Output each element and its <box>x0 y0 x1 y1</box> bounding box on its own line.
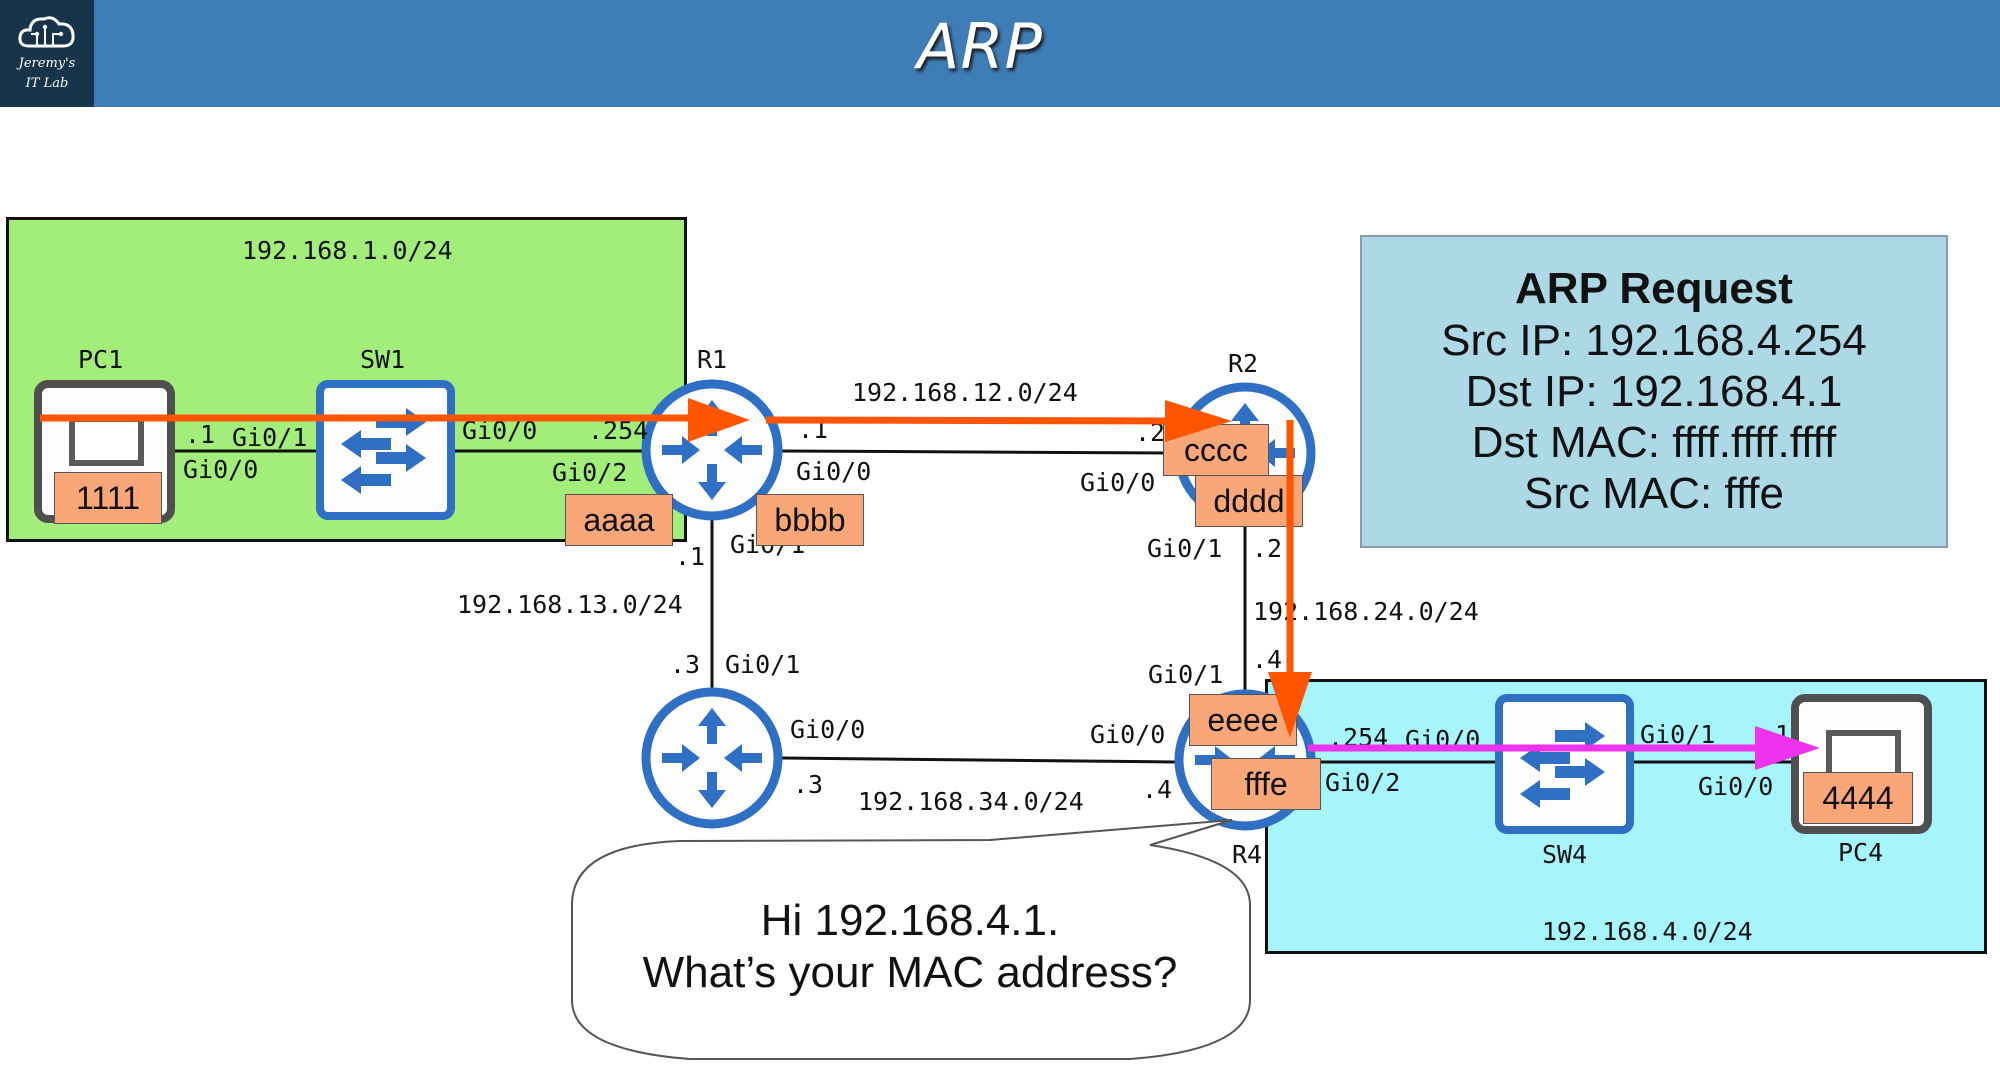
header-bar: Jeremy's IT Lab ARP <box>0 0 2000 107</box>
speech-line1: Hi 192.168.4.1. <box>760 896 1060 945</box>
iface-pc1-g00: Gi0/0 <box>183 455 259 484</box>
arp-request-title: ARP Request <box>1515 264 1793 313</box>
speech-bubble <box>571 819 1251 1060</box>
ip-pc1: .1 <box>185 420 216 449</box>
iface-r1-g00: Gi0/0 <box>796 457 872 486</box>
iface-r1-g02: Gi0/2 <box>552 458 628 487</box>
mac-badge-r2-g00: cccc <box>1163 424 1269 476</box>
device-name-r2: R2 <box>1228 349 1259 378</box>
iface-sw4-g01: Gi0/1 <box>1640 720 1716 749</box>
mac-badge-r2-g01: dddd <box>1195 475 1303 527</box>
ip-r2-24: .2 <box>1252 534 1283 563</box>
iface-r4-g02: Gi0/2 <box>1325 768 1401 797</box>
iface-r2-g00: Gi0/0 <box>1080 468 1156 497</box>
iface-sw1-g01: Gi0/1 <box>232 423 308 452</box>
switch-arrows-icon <box>341 408 426 494</box>
cloud-circuit-icon <box>18 16 75 48</box>
mac-badge-pc4: 4444 <box>1803 772 1913 824</box>
mac-badge-r1-g02: aaaa <box>565 494 673 546</box>
arp-dst-mac: Dst MAC: ffff.ffff.ffff <box>1471 418 1837 467</box>
iface-r4-g01: Gi0/1 <box>1148 660 1224 689</box>
router-r3[interactable] <box>641 687 783 829</box>
switch-sw1[interactable] <box>316 380 455 520</box>
iface-r3-g00: Gi0/0 <box>790 715 866 744</box>
network-label-lan1: 192.168.1.0/24 <box>242 236 453 265</box>
logo-line1: Jeremy's <box>18 56 76 71</box>
logo-line2: IT Lab <box>25 76 69 91</box>
ip-r3-34: .3 <box>793 770 824 799</box>
iface-pc4-g00: Gi0/0 <box>1698 772 1774 801</box>
ip-r3-13: .3 <box>670 650 701 679</box>
unicast-path-arrow <box>40 398 1312 738</box>
device-name-r1: R1 <box>697 345 728 374</box>
network-label-lan4: 192.168.4.0/24 <box>1542 917 1753 946</box>
device-name-pc4: PC4 <box>1838 838 1884 867</box>
iface-r3-g01: Gi0/1 <box>725 650 801 679</box>
arp-request-box: ARP Request Src IP: 192.168.4.254 Dst IP… <box>1360 235 1948 548</box>
mac-badge-r1-g00: bbbb <box>756 494 864 546</box>
broadcast-arrow <box>1308 726 1820 770</box>
iface-r4-g00: Gi0/0 <box>1090 720 1166 749</box>
ip-r1-13: .1 <box>675 542 706 571</box>
ip-r4-34: .4 <box>1142 775 1173 804</box>
speech-bubble-text: Hi 192.168.4.1. What’s your MAC address? <box>590 895 1230 999</box>
link-r1-r2 <box>781 449 1176 455</box>
ip-r4-24: .4 <box>1252 645 1283 674</box>
iface-r2-g01: Gi0/1 <box>1147 534 1223 563</box>
network-label-link12: 192.168.12.0/24 <box>852 378 1078 407</box>
arp-src-ip: Src IP: 192.168.4.254 <box>1441 316 1867 365</box>
device-name-pc1: PC1 <box>78 345 124 374</box>
arp-dst-ip: Dst IP: 192.168.4.1 <box>1465 367 1843 416</box>
mac-badge-r4-g02: fffe <box>1211 758 1321 810</box>
mac-badge-r4-g01: eeee <box>1189 694 1297 746</box>
link-r3-r4 <box>781 756 1176 764</box>
logo: Jeremy's IT Lab <box>0 0 94 107</box>
network-label-link34: 192.168.34.0/24 <box>858 787 1084 816</box>
mac-badge-pc1: 1111 <box>54 472 162 524</box>
router-arrows-icon <box>662 708 762 808</box>
device-name-r4: R4 <box>1232 840 1263 869</box>
network-label-link13: 192.168.13.0/24 <box>457 590 683 619</box>
device-name-sw1: SW1 <box>360 345 406 374</box>
device-name-sw4: SW4 <box>1542 840 1588 869</box>
switch-sw4[interactable] <box>1495 694 1634 834</box>
page-title: ARP <box>917 10 1043 83</box>
speech-line2: What’s your MAC address? <box>642 948 1178 997</box>
arp-src-mac: Src MAC: fffe <box>1523 469 1784 518</box>
